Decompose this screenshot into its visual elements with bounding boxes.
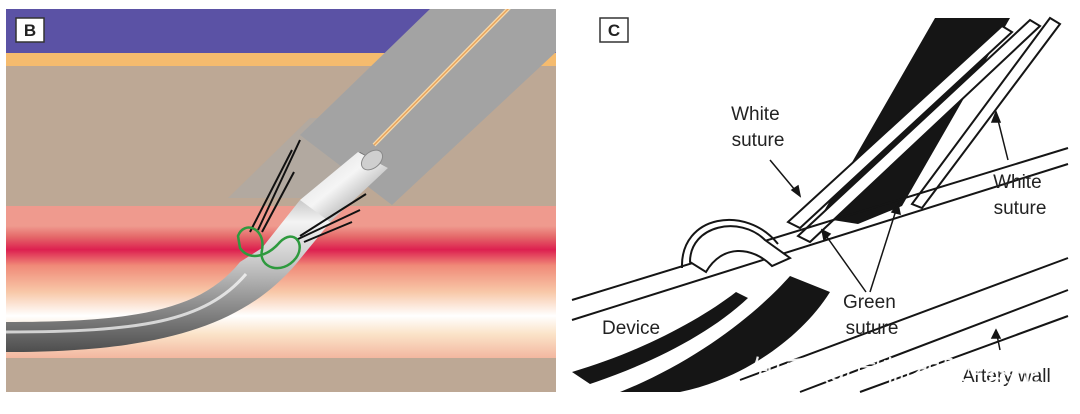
label-white-suture-left-line1: White (731, 104, 780, 125)
panel-b: B (6, 9, 556, 392)
label-artery-wall: Artery wall (962, 366, 1051, 387)
device-outer-arc (680, 218, 779, 269)
bottom-tissue (6, 358, 556, 392)
panel-c: C (569, 9, 1069, 393)
label-green-suture: Green suture (843, 292, 901, 339)
panel-b-label-box (15, 17, 45, 43)
watermark: 知乎 @富临塑胶-黎生 (752, 355, 1042, 390)
label-green-suture-line2: suture (846, 318, 899, 339)
device-body-black (620, 276, 830, 392)
device-half-tube (688, 225, 792, 274)
black-sutures (249, 139, 367, 243)
white-suture-strands (786, 16, 1062, 244)
label-white-suture-right-line1: White (993, 172, 1042, 193)
panel-b-letter: B (24, 21, 36, 40)
label-white-suture-right: White suture (993, 172, 1047, 219)
panel-c-label-box (599, 17, 629, 43)
device-tube-highlight (6, 273, 248, 334)
label-white-suture-left-line2: suture (732, 130, 785, 151)
vessel-lines (571, 147, 1069, 393)
pink-band (6, 206, 556, 226)
annotation-arrows (769, 109, 1009, 351)
label-green-suture-line1: Green (843, 292, 896, 313)
device-body-black-lower (572, 292, 748, 384)
panel-c-letter: C (608, 21, 620, 40)
label-device: Device (602, 318, 660, 339)
guidewire-core (373, 9, 510, 146)
green-suture (236, 226, 301, 270)
device-tip (360, 149, 384, 171)
label-white-suture-left: White suture (731, 104, 785, 151)
label-white-suture-right-line2: suture (994, 198, 1047, 219)
